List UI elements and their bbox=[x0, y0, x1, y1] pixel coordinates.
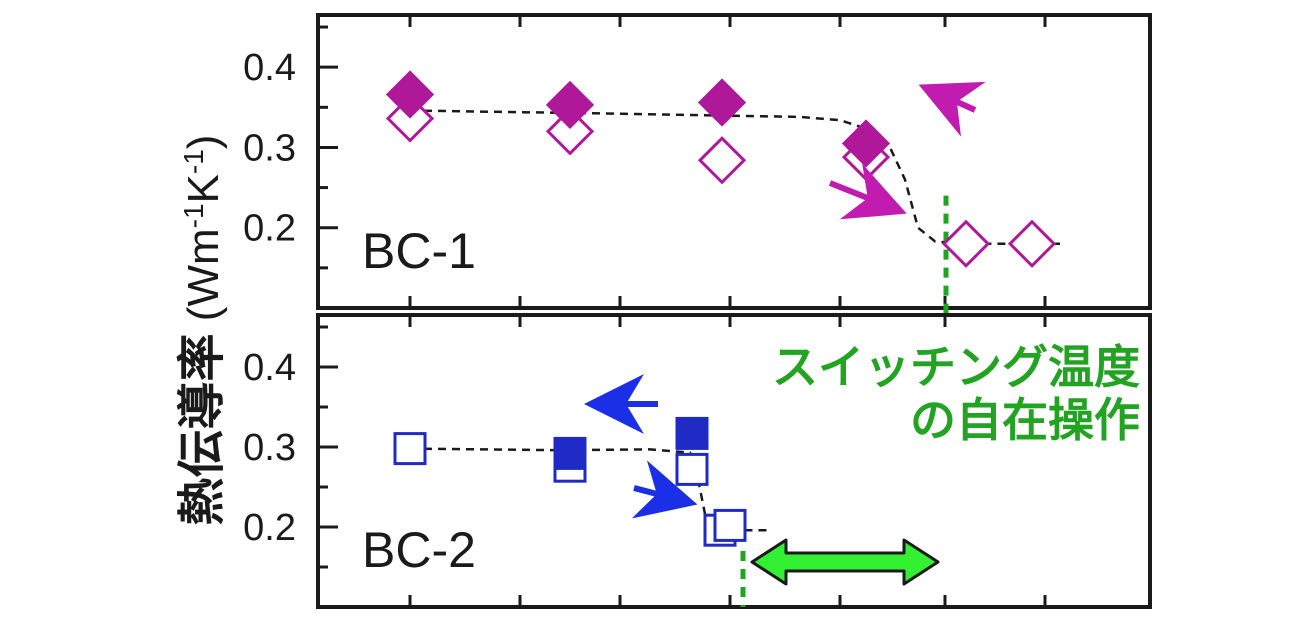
cooling-arrow-bc1 bbox=[918, 81, 986, 137]
square-marker-open bbox=[675, 452, 709, 486]
y-axis-label-part-1: -1 bbox=[178, 203, 209, 228]
diamond-marker-filled bbox=[697, 78, 747, 127]
y-axis-label: 熱伝導率 (Wm-1K-1) bbox=[174, 135, 230, 526]
square-marker-filled bbox=[553, 436, 587, 470]
y-tick-label: 0.2 bbox=[243, 507, 296, 549]
y-axis-label-part-2: K bbox=[179, 174, 228, 203]
trend-line bbox=[409, 109, 1060, 246]
switching-range-double-arrow bbox=[750, 538, 940, 586]
diamond-marker-open bbox=[941, 219, 991, 268]
annotation-switching-temperature: スイッチング温度 bbox=[772, 340, 1140, 394]
square-marker-open bbox=[393, 432, 427, 466]
y-tick-label: 0.3 bbox=[243, 127, 296, 169]
y-axis-label-part-3: -1 bbox=[178, 149, 209, 174]
diamond-marker-filled bbox=[385, 70, 435, 119]
diamond-marker-filled bbox=[545, 80, 595, 130]
y-tick-label: 0.4 bbox=[243, 347, 296, 389]
y-axis-label-part-0: (Wm bbox=[179, 228, 228, 333]
panel-label: BC-2 bbox=[362, 522, 476, 578]
panels: 0.20.30.4BC-10.20.30.4BC-2 bbox=[243, 13, 1152, 609]
y-axis-label-jp: 熱伝導率 bbox=[174, 333, 230, 525]
y-axis-label-unit: (Wm-1K-1) bbox=[178, 135, 229, 334]
panel-label: BC-1 bbox=[362, 223, 476, 279]
y-tick-label: 0.4 bbox=[243, 47, 296, 89]
y-axis-label-part-4: ) bbox=[179, 135, 228, 150]
diamond-marker-open bbox=[1007, 219, 1057, 268]
square-marker-open bbox=[713, 508, 747, 542]
panel-bc-1: 0.2 0.3 0.4BC-1 bbox=[243, 13, 1152, 315]
annotation-free-control: の自在操作 bbox=[910, 393, 1140, 447]
plot-frame-bc-2 bbox=[316, 313, 1152, 609]
plot-frame-bc-1 bbox=[316, 13, 1152, 310]
heating-arrow-bc1 bbox=[828, 163, 907, 220]
diamond-marker-open bbox=[545, 107, 595, 156]
square-marker-filled bbox=[675, 416, 709, 450]
panel-bc-2: 0.2 0.3 0.4BC-2 bbox=[243, 313, 1152, 609]
y-tick-label: 0.3 bbox=[243, 427, 296, 469]
heating-arrow-bc2 bbox=[631, 460, 698, 519]
diamond-marker-open bbox=[697, 136, 747, 185]
y-tick-label: 0.2 bbox=[243, 208, 296, 250]
